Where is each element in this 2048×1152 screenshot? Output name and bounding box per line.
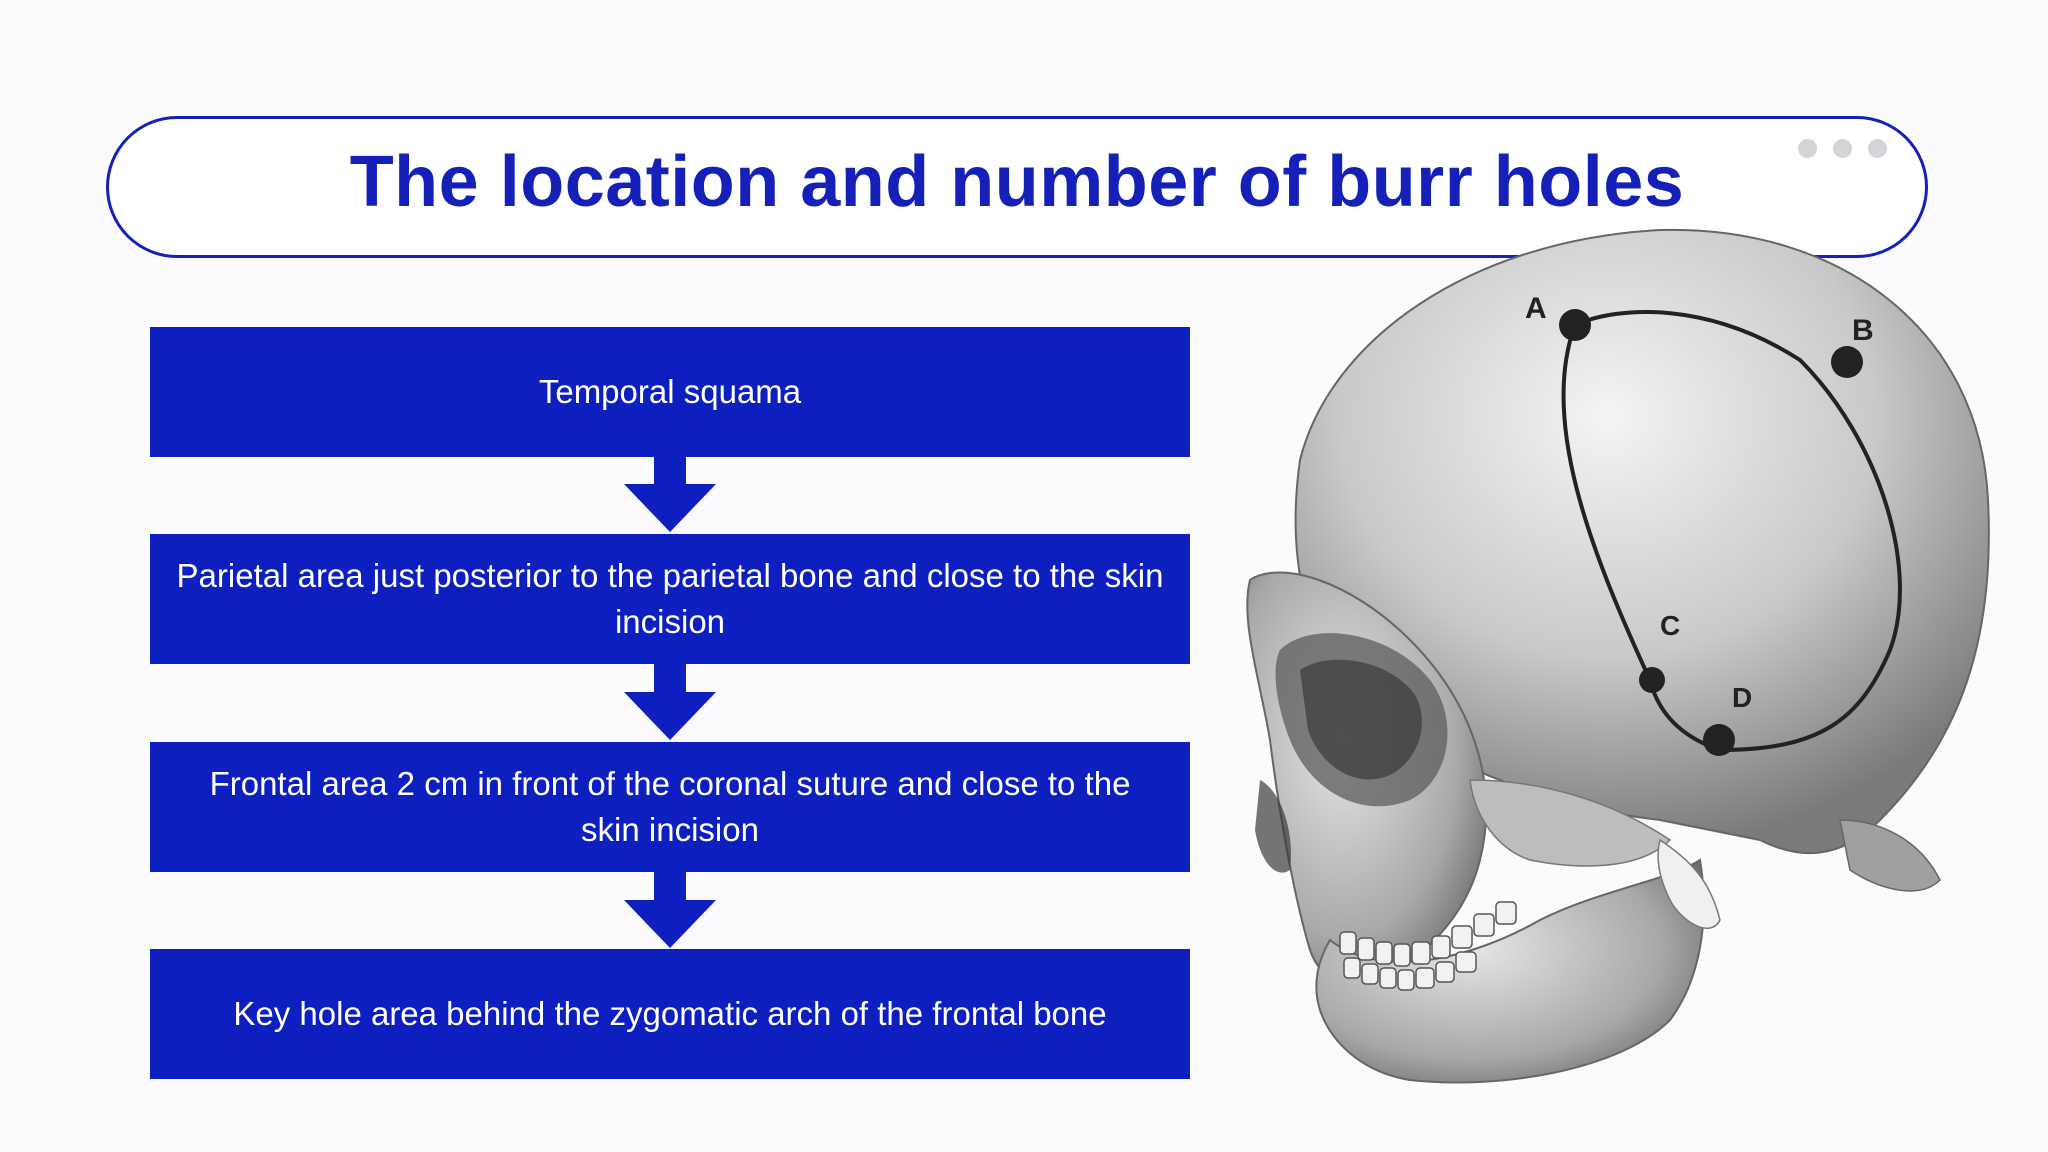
- point-label-c: C: [1660, 610, 1680, 641]
- point-label-a: A: [1525, 292, 1547, 325]
- slide-title: The location and number of burr holes: [349, 142, 1685, 222]
- more-dots-icon: [1798, 139, 1887, 158]
- point-label-d: D: [1732, 682, 1752, 713]
- step-temporal-squama: Temporal squama: [150, 327, 1190, 457]
- dot: [1833, 139, 1852, 158]
- dot: [1868, 139, 1887, 158]
- title-banner: The location and number of burr holes: [106, 116, 1928, 258]
- down-arrow-icon: [624, 456, 716, 532]
- down-arrow-icon: [624, 664, 716, 740]
- skull-illustration: A B C D: [1240, 220, 2020, 1100]
- step-parietal-area: Parietal area just posterior to the pari…: [150, 534, 1190, 664]
- step-key-hole-area: Key hole area behind the zygomatic arch …: [150, 949, 1190, 1079]
- skull-icon: A B C D: [1246, 228, 1990, 1084]
- point-label-b: B: [1852, 314, 1874, 347]
- dot: [1798, 139, 1817, 158]
- down-arrow-icon: [624, 872, 716, 948]
- step-frontal-area: Frontal area 2 cm in front of the corona…: [150, 742, 1190, 872]
